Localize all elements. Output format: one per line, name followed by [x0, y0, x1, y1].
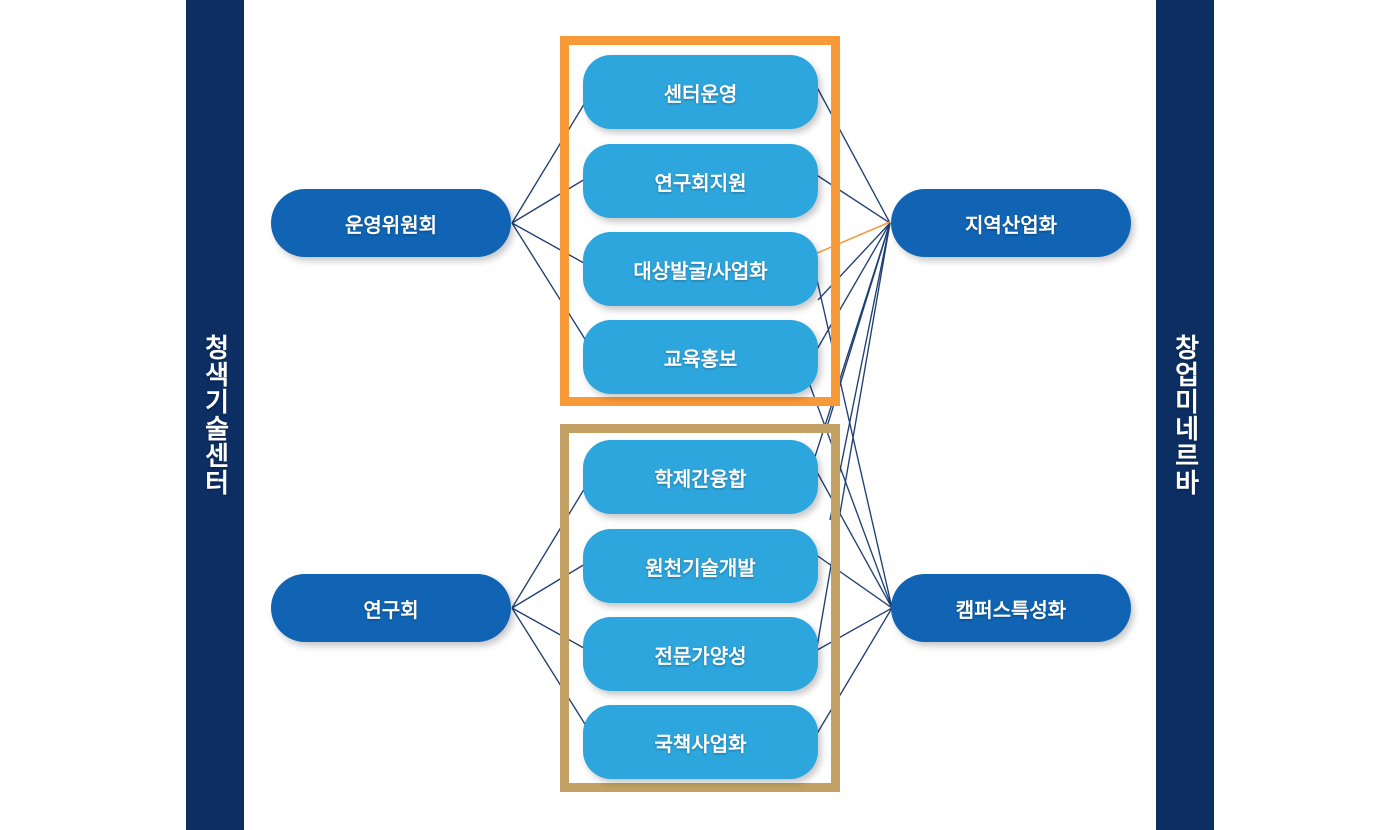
task-pill-center-operation[interactable]: 센터운영 [583, 55, 818, 129]
task-pill-education-pr[interactable]: 교육홍보 [583, 320, 818, 394]
link-bot3-right-top [811, 222, 891, 677]
link-bot4-right-bottom [811, 607, 893, 743]
left-vertical-bar-label: 청색기술센터 [200, 334, 231, 496]
right-vertical-bar: 창업미네르바 [1156, 0, 1214, 830]
link-top4-right-top [811, 222, 891, 359]
link-bot2-right-bottom [811, 551, 893, 609]
link-cross-c [829, 222, 891, 521]
task-pill-interdisciplinary[interactable]: 학제간융합 [583, 440, 818, 514]
link-cross-a [817, 222, 891, 301]
task-pill-expert-training[interactable]: 전문가양성 [583, 617, 818, 691]
hub-node-steering-committee[interactable]: 운영위원회 [271, 189, 511, 257]
task-pill-target-discovery[interactable]: 대상발굴/사업화 [583, 232, 818, 306]
group-frame-bottom [560, 424, 840, 792]
task-pill-research-support[interactable]: 연구회지원 [583, 144, 818, 218]
hub-node-campus-special[interactable]: 캠퍼스특성화 [891, 574, 1131, 642]
link-top3-right-bottom [811, 257, 893, 609]
link-top4-right-bottom [807, 379, 893, 609]
link-bot3-right-bottom [811, 607, 893, 654]
left-vertical-bar: 청색기술센터 [186, 0, 244, 830]
group-frame-top [560, 36, 840, 406]
task-pill-national-project[interactable]: 국책사업화 [583, 705, 818, 779]
link-top1-right-top [811, 77, 891, 224]
link-bot1-right-bottom [811, 462, 893, 609]
hub-node-regional-industry[interactable]: 지역산업화 [891, 189, 1131, 257]
task-pill-core-technology[interactable]: 원천기술개발 [583, 529, 818, 603]
right-vertical-bar-label: 창업미네르바 [1170, 334, 1201, 496]
link-top2-right-top [811, 171, 891, 224]
hub-node-research-society[interactable]: 연구회 [271, 574, 511, 642]
